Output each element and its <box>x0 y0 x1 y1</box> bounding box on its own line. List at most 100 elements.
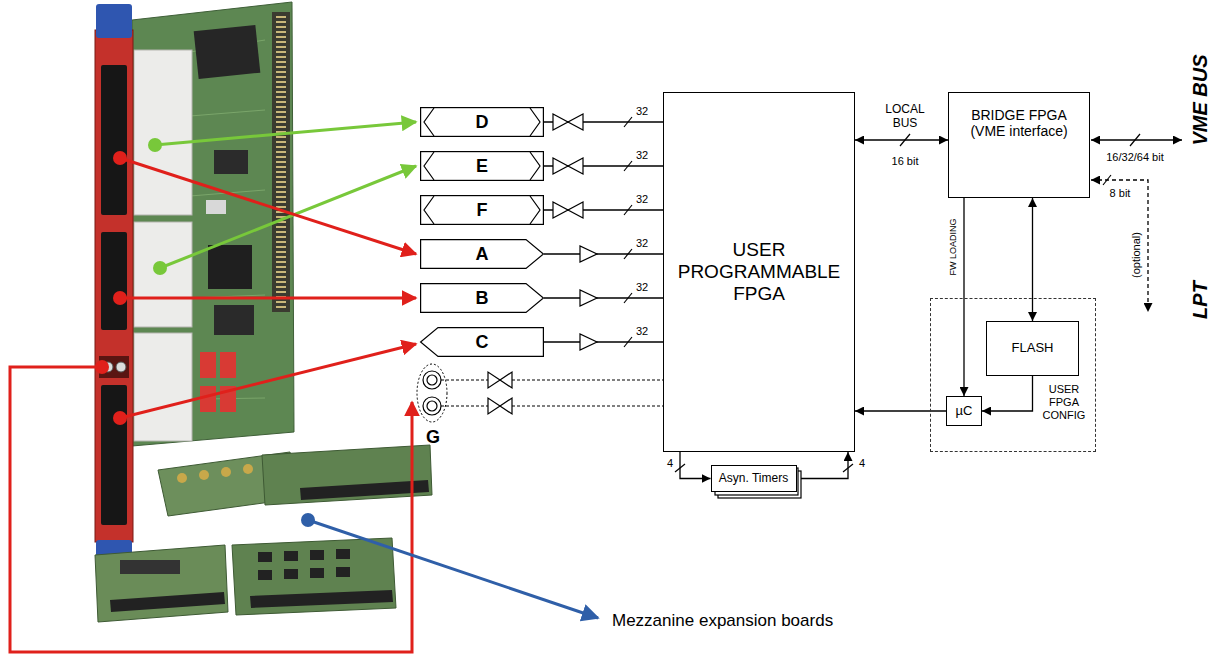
vme-board-photo-part <box>134 50 192 215</box>
mezzanine-board-photos-part <box>258 570 272 580</box>
mezzanine-board-photos-part <box>199 470 209 480</box>
node-text: A <box>476 244 489 265</box>
bus-width: 16/32/64 bit <box>1106 151 1164 163</box>
buffer-symbols-part <box>488 398 500 414</box>
mezzanine-board-photos-part <box>258 552 272 562</box>
node-text: FLASH <box>1012 341 1054 356</box>
bus-width: 32 <box>635 325 649 337</box>
mezzanine-board-photos-part <box>336 549 350 559</box>
timer-block: Asyn. Timers <box>711 465 797 492</box>
bus-slashes-part <box>624 205 632 215</box>
vme-board-photo-part <box>101 385 127 525</box>
connectors <box>544 122 1033 479</box>
vme-board-photo-part <box>134 222 192 327</box>
external-buses <box>1091 140 1182 312</box>
bus-name: VME BUS <box>1189 54 1212 145</box>
coax-connectors-part <box>512 380 663 381</box>
fpga-block: USER PROGRAMMABLE FPGA <box>663 92 855 452</box>
signal-label: FW LOADING <box>948 217 958 276</box>
mezzanine-board-photos-part <box>177 473 187 483</box>
pointer-arrows-part <box>95 360 109 374</box>
bidir-connector: F <box>420 195 544 225</box>
config-region: FLASHµCUSER FPGA CONFIG <box>930 298 1096 452</box>
bus-width: 4 <box>858 457 866 469</box>
node-text: E <box>476 156 488 177</box>
bus-slashes-part <box>624 117 632 127</box>
connector <box>544 253 663 254</box>
bidir-connector: E <box>420 151 544 181</box>
coax-connectors-part <box>441 380 488 381</box>
pointer-arrows-part <box>301 513 315 527</box>
input-connector: B <box>420 283 544 313</box>
external-buses-part <box>1091 180 1148 312</box>
vme-board-photo-part <box>200 386 216 412</box>
pointer-arrows-part <box>155 122 416 145</box>
bus-slashes-part <box>675 464 685 472</box>
mezzanine-board-photos-part <box>120 560 180 574</box>
vme-board-photo-part <box>134 333 192 441</box>
bidir-connector: D <box>420 107 544 137</box>
mezzanine-board-photos-part <box>284 551 298 561</box>
connector <box>982 376 1033 411</box>
bus-width: 32 <box>635 149 649 161</box>
vme-board-photo-part <box>214 150 248 174</box>
buffer-symbols-part <box>553 114 568 130</box>
pointer-arrows-part <box>10 367 412 652</box>
node-text: D <box>476 112 489 133</box>
note: (optional) <box>1130 232 1142 278</box>
vme-board-photo-part <box>208 245 252 289</box>
mezzanine-board-photos-part <box>232 538 396 615</box>
bus-width: 8 bit <box>1110 187 1131 199</box>
input-connector: C <box>420 327 544 357</box>
node-text: USER FPGA CONFIG <box>1037 383 1091 423</box>
external-buses-part <box>1091 139 1182 140</box>
buffer-symbols-part <box>500 372 512 388</box>
bridge-block: BRIDGE FPGA (VME interface) <box>948 92 1090 198</box>
bus-slashes-part <box>624 293 632 303</box>
bus-width: 32 <box>635 281 649 293</box>
mezzanine-board-photos-part <box>95 545 228 622</box>
bus-width: 16 bit <box>892 155 919 167</box>
buffer-symbols-part <box>580 290 597 306</box>
node-text: BRIDGE FPGA (VME interface) <box>964 107 1074 139</box>
pointer-arrows-part <box>148 138 162 152</box>
node-text: F <box>477 200 488 221</box>
vme-board-photo-part <box>206 200 226 214</box>
mezzanine-board-photos-part <box>284 569 298 579</box>
pointer-arrows-part <box>120 344 416 418</box>
buffer-symbols-part <box>553 202 568 218</box>
pointer-arrows-part <box>160 166 416 268</box>
pointer-arrows-part <box>113 291 127 305</box>
input-connector: A <box>420 239 544 269</box>
vme-board-photo-part <box>214 305 254 335</box>
memory-block: FLASH <box>986 321 1079 376</box>
vme-board-photo-part <box>96 4 132 38</box>
mezzanine-board-photos-part <box>300 480 429 500</box>
connector <box>855 410 946 411</box>
connector <box>1032 198 1033 321</box>
connector <box>544 341 663 342</box>
mezzanine-board-photos-part <box>262 445 432 505</box>
mezzanine-board-photos-part <box>110 592 225 612</box>
pointer-arrows-part <box>120 297 416 300</box>
vme-board-photo-part <box>194 25 261 79</box>
bus-slashes-part <box>624 161 632 171</box>
node-text: B <box>476 288 489 309</box>
vme-board-photo-part <box>95 30 133 542</box>
pointer-arrows-part <box>113 411 127 425</box>
bus-slashes-part <box>624 249 632 259</box>
connector <box>855 139 948 140</box>
buffer-symbols-part <box>580 334 597 350</box>
vme-board-photo-part <box>116 362 126 372</box>
coax-connectors-part <box>417 364 447 422</box>
bus-width: 32 <box>635 105 649 117</box>
vme-board-photo-part <box>276 16 286 308</box>
mezzanine-board-photos-part <box>221 467 231 477</box>
vme-board-photo-part <box>272 12 290 312</box>
buffer-symbols-part <box>568 158 583 174</box>
connector <box>963 198 964 396</box>
buffer-symbols-part <box>568 114 583 130</box>
pointer-arrows-part <box>120 158 416 254</box>
pointer-arrows-part <box>153 261 167 275</box>
buffer-symbols-part <box>553 158 568 174</box>
